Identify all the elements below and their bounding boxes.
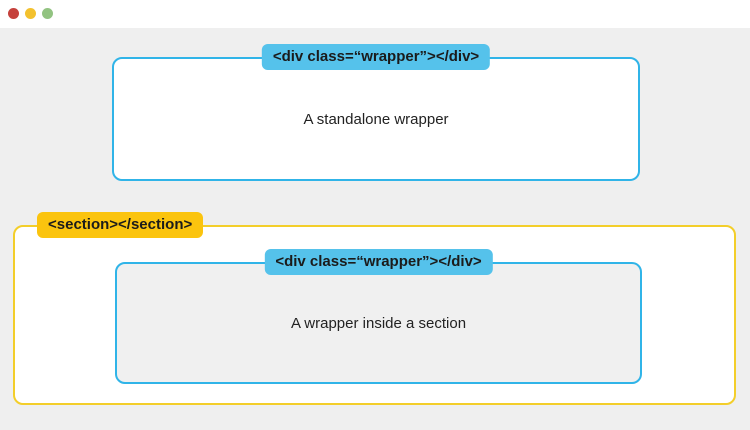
div-wrapper-tag-label: <div class=“wrapper”></div> — [261, 44, 491, 70]
minimize-window-button[interactable] — [25, 8, 36, 19]
section-box: <section></section> <div class=“wrapper”… — [13, 212, 736, 405]
section-tag-label: <section></section> — [37, 212, 204, 238]
window-titlebar — [0, 0, 750, 28]
zoom-window-button[interactable] — [42, 8, 53, 19]
nested-wrapper-caption: A wrapper inside a section — [290, 314, 467, 332]
close-window-button[interactable] — [8, 8, 19, 19]
standalone-wrapper-box: <div class=“wrapper”></div> A standalone… — [112, 44, 640, 181]
div-wrapper-tag-label: <div class=“wrapper”></div> — [264, 249, 493, 275]
standalone-wrapper-caption: A standalone wrapper — [303, 110, 449, 128]
nested-wrapper-box: <div class=“wrapper”></div> A wrapper in… — [115, 249, 642, 384]
diagram-canvas: <div class=“wrapper”></div> A standalone… — [0, 28, 750, 430]
